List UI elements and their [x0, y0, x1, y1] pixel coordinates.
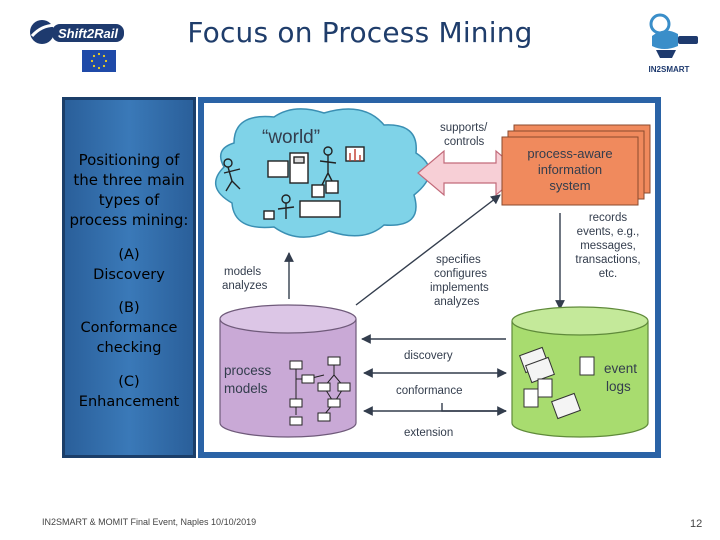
- pais-label: process-aware: [527, 146, 612, 161]
- footer-event-text: IN2SMART & MOMIT Final Event, Naples 10/…: [42, 517, 257, 527]
- item-label: Discovery: [93, 267, 165, 283]
- train-icon: [678, 36, 698, 44]
- process-models-label: process: [224, 363, 272, 378]
- event-logs-label: logs: [606, 379, 631, 394]
- in2smart-logo: IN2SMART: [634, 6, 704, 76]
- item-label: Conformance: [80, 320, 178, 336]
- records-label: records: [589, 212, 628, 224]
- diagram-svg: “world” supports/ controls: [215, 108, 651, 439]
- records-label: messages,: [580, 240, 636, 252]
- panel-intro-text: Positioning of the three main types of p…: [65, 150, 193, 230]
- records-label: events, e.g.,: [577, 226, 640, 238]
- world-cloud: [215, 108, 431, 238]
- extension-arrow: [441, 403, 506, 412]
- world-label: “world”: [262, 127, 320, 148]
- page-title: Focus on Process Mining: [187, 16, 533, 49]
- process-mining-diagram: “world” supports/ controls: [198, 97, 661, 458]
- item-letter: (B): [118, 300, 140, 316]
- intro-line: Positioning of: [78, 151, 180, 169]
- diagram-canvas: “world” supports/ controls: [204, 103, 655, 452]
- records-label: transactions,: [575, 254, 640, 266]
- supports-label: supports/: [440, 122, 488, 134]
- controls-label: controls: [444, 136, 485, 148]
- process-models-label: models: [224, 381, 268, 396]
- models-label: models: [224, 266, 261, 278]
- analyzes-label-2: analyzes: [434, 296, 480, 308]
- records-label: etc.: [599, 268, 618, 280]
- item-letter: (A): [118, 247, 140, 263]
- specifies-label: specifies: [436, 254, 481, 266]
- item-enhancement: (C) Enhancement: [65, 372, 193, 412]
- item-label: Enhancement: [78, 394, 180, 410]
- item-label: checking: [96, 340, 162, 356]
- shift2rail-logo-text: Shift2Rail: [58, 26, 118, 41]
- event-logs-label: event: [604, 361, 637, 376]
- specifies-arrow: [355, 194, 501, 306]
- intro-line: process mining:: [69, 211, 189, 229]
- item-discovery: (A) Discovery: [65, 245, 193, 285]
- log-documents-icon: [519, 346, 595, 420]
- process-models-cylinder: [219, 304, 357, 438]
- process-aware-information-system-box: [501, 136, 639, 206]
- pais-label: system: [549, 178, 590, 193]
- intro-line: the three main: [73, 171, 185, 189]
- eu-flag-icon: [82, 50, 116, 72]
- shift2rail-logo: Shift2Rail: [28, 10, 128, 74]
- in2smart-logo-text: IN2SMART: [649, 65, 690, 74]
- process-mining-types-panel: Positioning of the three main types of p…: [62, 97, 196, 458]
- pais-label: information: [538, 162, 602, 177]
- item-letter: (C): [118, 374, 140, 390]
- intro-line: types of: [98, 191, 160, 209]
- extension-label: extension: [404, 427, 453, 439]
- item-conformance-checking: (B) Conformance checking: [65, 298, 193, 358]
- implements-label: implements: [430, 282, 489, 294]
- conformance-label: conformance: [396, 385, 462, 397]
- configures-label: configures: [434, 268, 487, 280]
- process-model-graph-icon: [289, 356, 351, 426]
- event-logs-cylinder: [511, 306, 649, 438]
- gear-icon: [649, 13, 671, 35]
- world-people-icons: [223, 146, 365, 220]
- page-number: 12: [690, 518, 703, 530]
- analyzes-label: analyzes: [222, 280, 268, 292]
- discovery-label: discovery: [404, 350, 453, 362]
